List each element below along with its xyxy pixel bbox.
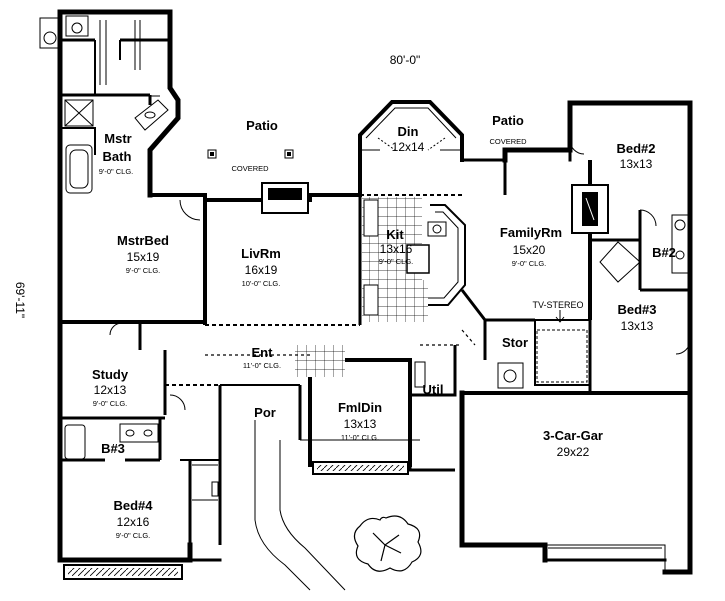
fmldin-size: 13x13 (344, 417, 377, 431)
dining-bay-glazing (360, 107, 462, 151)
din-label: Din (398, 124, 419, 139)
overall-width: 80'-0" (390, 53, 421, 67)
ent-clg: 11'-0" CLG. (243, 361, 281, 370)
mstr-bath-label-2: Bath (103, 149, 132, 164)
livrm-label: LivRm (241, 246, 281, 261)
livrm-size: 16x19 (245, 263, 278, 277)
storage-area (536, 329, 588, 383)
kit-size: 13x16 (380, 242, 413, 256)
por-label: Por (254, 405, 276, 420)
bed4-closet (192, 464, 219, 501)
bed4-label: Bed#4 (113, 498, 153, 513)
util-label: Util (423, 382, 444, 397)
mstr-bath-label-1: Mstr (104, 131, 131, 146)
b2-label: B#2 (652, 245, 676, 260)
bed4-size: 12x16 (117, 515, 150, 529)
mstrbed-size: 15x19 (127, 250, 160, 264)
garage-size: 29x22 (557, 445, 590, 459)
tv-stereo-label: TV-STEREO (532, 300, 583, 310)
bath2-fixtures (599, 214, 689, 283)
master-vanity (134, 99, 169, 131)
fmldin-label: FmlDin (338, 400, 382, 415)
front-walkway (254, 420, 420, 591)
bed3-size: 13x13 (621, 319, 654, 333)
bed4-clg: 9'-0" CLG. (116, 531, 151, 540)
garage-label: 3-Car-Gar (543, 428, 603, 443)
fireplace-icon (261, 182, 309, 214)
toilet-icon (39, 15, 89, 49)
familyrm-clg: 9'-0" CLG. (512, 259, 547, 268)
kit-clg: 9'-0" CLG. (379, 257, 414, 266)
tree-icon (353, 515, 422, 572)
master-shower (64, 99, 94, 127)
entry-tile-floor (295, 345, 345, 377)
kitchen-counters (363, 199, 466, 316)
familyrm-label: FamilyRm (500, 225, 562, 240)
study-label: Study (92, 367, 129, 382)
door-swings (109, 139, 691, 411)
mstrbed-clg: 9'-0" CLG. (126, 266, 161, 275)
overall-depth: 69'-11" (13, 282, 27, 318)
patio-right-label: Patio (492, 113, 524, 128)
interior-walls (60, 38, 690, 545)
study-clg: 9'-0" CLG. (93, 399, 128, 408)
kit-label: Kit (386, 227, 404, 242)
din-size: 12x14 (392, 140, 425, 154)
bed2-label: Bed#2 (616, 141, 655, 156)
utility-fixtures (414, 361, 524, 389)
familyrm-size: 15x20 (513, 243, 546, 257)
closet-shelves (99, 20, 160, 97)
b3-label: B#3 (101, 441, 125, 456)
patio-right-note: COVERED (489, 137, 527, 146)
hall-openings (205, 329, 476, 356)
master-tub (65, 144, 93, 194)
planter-boxes (63, 461, 409, 580)
room-labels: 80'-0" 69'-11" Mstr Bath 9'-0" CLG. Pati… (13, 53, 676, 540)
patio-left-note: COVERED (231, 164, 269, 173)
patio-left-label: Patio (246, 118, 278, 133)
bed3-label: Bed#3 (617, 302, 656, 317)
tv-arrow (555, 310, 565, 323)
bed2-size: 13x13 (620, 157, 653, 171)
fmldin-clg: 11'-0" CLG. (341, 433, 379, 442)
bath3-fixtures (64, 423, 159, 460)
study-size: 12x13 (94, 383, 127, 397)
stor-label: Stor (502, 335, 528, 350)
patio-columns (207, 149, 294, 159)
exterior-walls (57, 9, 693, 575)
fireplace-icon (571, 184, 609, 234)
mstr-bath-clg: 9'-0" CLG. (99, 167, 134, 176)
livrm-clg: 10'-0" CLG. (242, 279, 281, 288)
ent-label: Ent (252, 345, 274, 360)
garage-door (545, 544, 666, 572)
mstrbed-label: MstrBed (117, 233, 169, 248)
